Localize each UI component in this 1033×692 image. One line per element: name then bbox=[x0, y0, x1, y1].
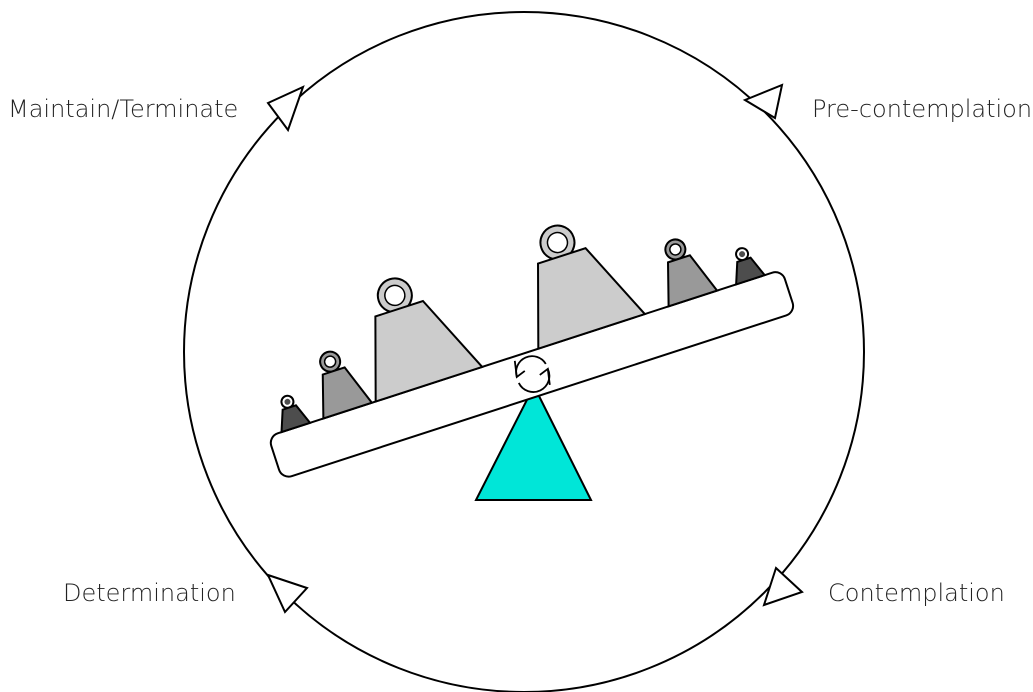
cycle-circle bbox=[183, 11, 865, 692]
cycle-arrow-bottom-right bbox=[762, 566, 804, 607]
seesaw-plank bbox=[269, 271, 795, 478]
stage-label-maintain: Maintain/Terminate bbox=[8, 95, 238, 123]
weight-medium-right bbox=[664, 238, 719, 308]
stage-label-contemplation: Contemplation bbox=[828, 579, 1005, 607]
refresh-icon bbox=[513, 355, 551, 393]
cycle-arrow-top-left bbox=[266, 85, 305, 133]
stage-label-precontemplation: Pre-contemplation bbox=[812, 95, 1032, 123]
cycle-arrow-top-right bbox=[742, 83, 784, 120]
stage-label-determination: Determination bbox=[63, 579, 236, 607]
fulcrum-triangle bbox=[474, 383, 593, 501]
weight-tiny-right bbox=[735, 247, 767, 286]
weight-large-right bbox=[537, 224, 647, 351]
cycle-arrow-bottom-left bbox=[266, 573, 309, 614]
seesaw bbox=[269, 224, 795, 478]
weight-large-left bbox=[374, 277, 484, 403]
weight-medium-left bbox=[319, 350, 374, 420]
weight-tiny-left bbox=[280, 394, 312, 434]
